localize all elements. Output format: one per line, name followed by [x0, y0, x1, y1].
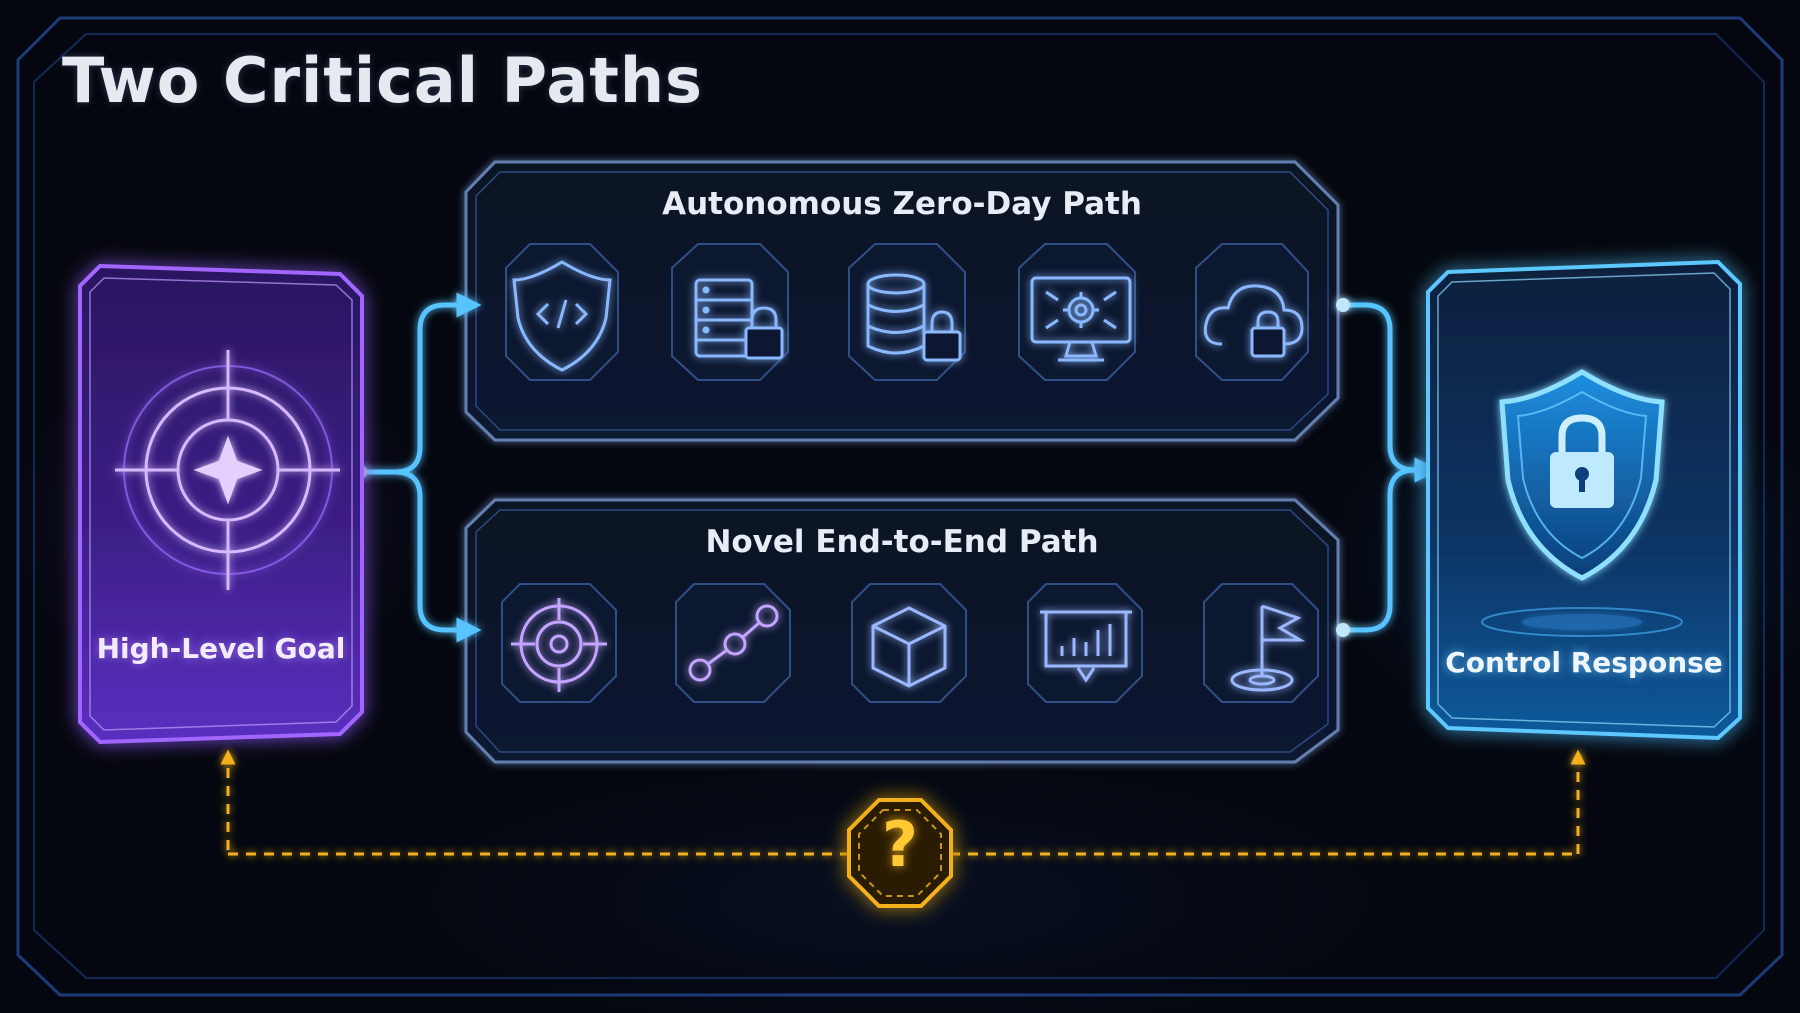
- crosshair-target-icon: [115, 350, 340, 590]
- shield-lock-icon: [1499, 369, 1665, 581]
- flag-goal-icon: [1230, 604, 1306, 692]
- zero-day-icons: [505, 243, 1309, 381]
- page-title: Two Critical Paths: [62, 44, 703, 117]
- cloud-lock-icon: [1203, 284, 1304, 358]
- zero-day-path-title: Autonomous Zero-Day Path: [662, 186, 1142, 222]
- gap-feedback-line: [220, 749, 1586, 856]
- shield-code-icon: [512, 260, 612, 372]
- server-lock-icon: [694, 278, 784, 360]
- high-level-goal-label: High-Level Goal: [96, 632, 346, 665]
- end-to-end-icons: [501, 583, 1319, 703]
- presentation-chart-icon: [1040, 610, 1132, 683]
- nodes-chain-icon: [688, 604, 779, 682]
- control-response-label: Control Response: [1445, 646, 1723, 679]
- start-card: [78, 263, 364, 745]
- monitor-gear-icon: [1030, 276, 1132, 362]
- outer-frame: [15, 15, 1785, 998]
- database-lock-icon: [866, 273, 962, 362]
- end-to-end-path-title: Novel End-to-End Path: [705, 524, 1099, 560]
- question-octagon-icon: [847, 798, 953, 908]
- cube-icon: [871, 606, 947, 688]
- target-icon: [511, 598, 607, 692]
- connector-lines: [357, 292, 1440, 643]
- gap-question-mark: ?: [882, 808, 918, 881]
